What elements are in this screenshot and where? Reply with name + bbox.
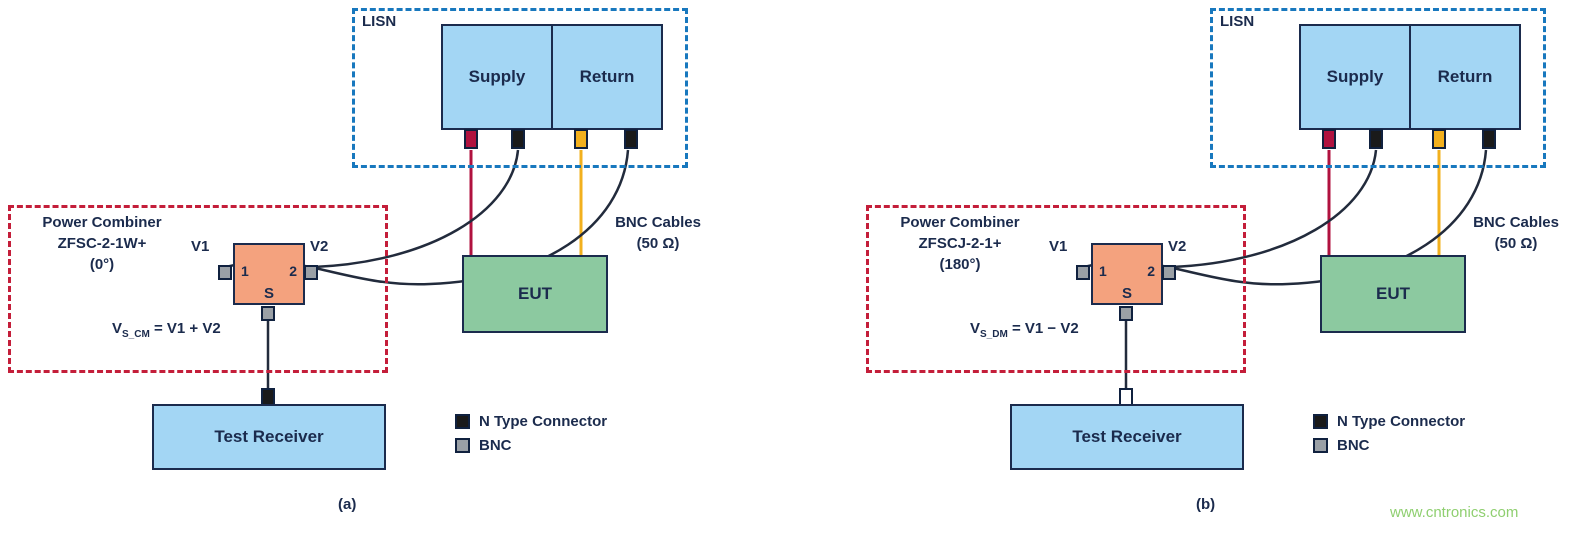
- formula-v: V: [970, 320, 981, 337]
- caption-a: (a): [338, 496, 357, 513]
- legend-row-ntype: N Type Connector: [455, 413, 607, 430]
- lisn-unit: Supply Return: [441, 24, 663, 130]
- combiner-sum-port-label: S: [1121, 285, 1133, 302]
- lisn-ntype-connector-2: [1482, 129, 1496, 149]
- eut-label: EUT: [1376, 284, 1410, 303]
- caption-b: (b): [1196, 496, 1216, 513]
- lisn-supply-connector: [1322, 129, 1336, 149]
- n-type-label: N Type Connector: [479, 413, 608, 430]
- combiner-box: 1 2 S: [1091, 243, 1163, 305]
- watermark: www.cntronics.com: [1390, 504, 1519, 521]
- lisn-supply-connector: [464, 129, 478, 149]
- lisn-label: LISN: [362, 13, 397, 30]
- bnc-cables-line1: BNC Cables: [1473, 214, 1559, 231]
- formula-subscript: S_CM: [122, 329, 150, 340]
- bnc-swatch: [1313, 438, 1328, 453]
- power-combiner-part-number: ZFSC-2-1W+: [57, 235, 147, 252]
- lisn-return-box: Return: [551, 26, 661, 128]
- combiner-sum-port-bnc: [261, 306, 275, 321]
- lisn-boundary: [1210, 8, 1546, 168]
- lisn-supply-box: Supply: [1326, 67, 1384, 86]
- bnc-cables-line2: (50 Ω): [1494, 235, 1538, 252]
- formula-rest: = V1 + V2: [149, 320, 221, 337]
- formula-subscript: S_DM: [980, 329, 1008, 340]
- diagram-b: LISN Supply Return EUT Power Combiner ZF…: [858, 0, 1581, 535]
- lisn-to-v2-wire: [313, 149, 520, 269]
- power-combiner-boundary: [866, 205, 1246, 373]
- eut-box: EUT: [462, 255, 608, 333]
- n-type-label: N Type Connector: [1337, 413, 1466, 430]
- combiner-sum-port-bnc: [1119, 306, 1133, 321]
- lisn-supply-box: Supply: [468, 67, 526, 86]
- lisn-to-v2-wire: [1171, 149, 1378, 269]
- bnc-label: BNC: [1337, 437, 1370, 454]
- bnc-cables-label: BNC Cables (50 Ω): [1454, 212, 1578, 254]
- bnc-cables-line1: BNC Cables: [615, 214, 701, 231]
- v2-label: V2: [1168, 238, 1187, 255]
- lisn-return-connector: [574, 129, 588, 149]
- legend-row-ntype: N Type Connector: [1313, 413, 1465, 430]
- lisn-return-connector: [1432, 129, 1446, 149]
- eut-box: EUT: [1320, 255, 1466, 333]
- lisn-ntype-connector-1: [511, 129, 525, 149]
- legend: N Type Connector BNC: [1313, 413, 1465, 461]
- lisn-ntype-connector-2: [624, 129, 638, 149]
- combiner-port2-label: 2: [289, 263, 297, 279]
- bnc-label: BNC: [479, 437, 512, 454]
- v1-label: V1: [191, 238, 210, 255]
- lisn-boundary: [352, 8, 688, 168]
- test-receiver-box: Test Receiver: [1010, 404, 1244, 470]
- v1-label: V1: [1049, 238, 1068, 255]
- power-combiner-boundary: [8, 205, 388, 373]
- diagram-a: LISN Supply Return EUT Power Combiner ZF…: [0, 0, 723, 535]
- test-receiver-box: Test Receiver: [152, 404, 386, 470]
- power-combiner-phase: (0°): [89, 256, 115, 273]
- formula-rest: = V1 − V2: [1007, 320, 1079, 337]
- combiner-port1-label: 1: [1099, 263, 1107, 279]
- formula-v: V: [112, 320, 123, 337]
- eut-label: EUT: [518, 284, 552, 303]
- legend: N Type Connector BNC: [455, 413, 607, 461]
- combiner-box: 1 2 S: [233, 243, 305, 305]
- lisn-ntype-connector-1: [1369, 129, 1383, 149]
- combiner-port2-bnc: [1162, 265, 1176, 280]
- power-combiner-title: Power Combiner ZFSCJ-2-1+ (180°): [872, 212, 1048, 275]
- lisn-unit: Supply Return: [1299, 24, 1521, 130]
- legend-row-bnc: BNC: [455, 437, 607, 454]
- bnc-cables-label: BNC Cables (50 Ω): [596, 212, 720, 254]
- lisn-return-box: Return: [1409, 26, 1519, 128]
- power-combiner-title-line1: Power Combiner: [42, 214, 162, 231]
- formula: VS_DM = V1 − V2: [970, 320, 1079, 340]
- power-combiner-title-line1: Power Combiner: [900, 214, 1020, 231]
- v2-label: V2: [310, 238, 329, 255]
- combiner-port1-bnc: [218, 265, 232, 280]
- test-receiver-label: Test Receiver: [214, 427, 324, 446]
- legend-row-bnc: BNC: [1313, 437, 1465, 454]
- bnc-swatch: [455, 438, 470, 453]
- n-type-swatch: [1313, 414, 1328, 429]
- lisn-label: LISN: [1220, 13, 1255, 30]
- n-type-swatch: [455, 414, 470, 429]
- combiner-port2-bnc: [304, 265, 318, 280]
- combiner-port1-bnc: [1076, 265, 1090, 280]
- power-combiner-title: Power Combiner ZFSC-2-1W+ (0°): [14, 212, 190, 275]
- power-combiner-phase: (180°): [939, 256, 981, 273]
- combiner-sum-port-label: S: [263, 285, 275, 302]
- formula: VS_CM = V1 + V2: [112, 320, 221, 340]
- test-receiver-label: Test Receiver: [1072, 427, 1182, 446]
- combiner-port1-label: 1: [241, 263, 249, 279]
- power-combiner-part-number: ZFSCJ-2-1+: [918, 235, 1002, 252]
- bnc-cables-line2: (50 Ω): [636, 235, 680, 252]
- combiner-port2-label: 2: [1147, 263, 1155, 279]
